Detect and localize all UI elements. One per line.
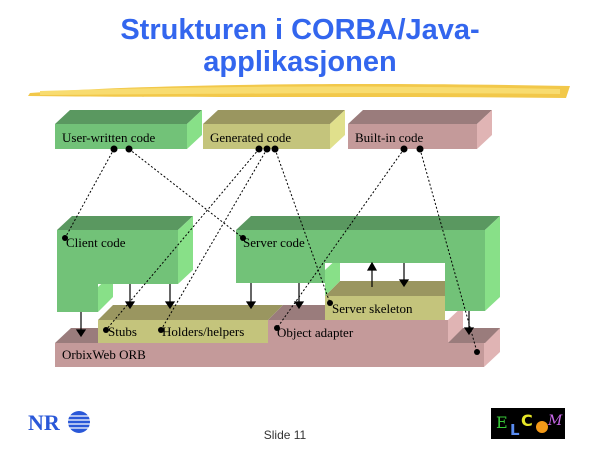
client-code-label: Client code — [66, 235, 126, 250]
line-gen-holders — [160, 148, 268, 331]
stubs-holders-layer: Stubs Holders/helpers — [98, 305, 283, 343]
legend-generated-label: Generated code — [210, 130, 291, 145]
connection-dots — [62, 145, 480, 355]
nr-logo: NR — [28, 410, 90, 434]
nr-logo-text: NR — [28, 410, 61, 434]
server-skeleton-label: Server skeleton — [332, 301, 413, 316]
legend-user-written: User-written code — [55, 110, 202, 149]
orb-label: OrbixWeb ORB — [62, 347, 146, 362]
holders-helpers-label: Holders/helpers — [162, 324, 244, 339]
slide-number: Slide 11 — [263, 428, 307, 442]
title-line-1: Strukturen i CORBA/Java- — [120, 14, 480, 46]
globe-icon — [68, 411, 90, 433]
legend-built-in-label: Built-in code — [355, 130, 423, 145]
svg-text:L: L — [510, 421, 520, 439]
elcom-logo: E L C M — [491, 408, 565, 439]
slide-title: Strukturen i CORBA/Java- applikasjonen — [0, 14, 600, 78]
line-gen-skeleton — [274, 148, 331, 304]
dependency-lines — [64, 148, 478, 353]
line-user-client — [64, 148, 115, 239]
svg-text:E: E — [496, 413, 508, 432]
svg-text:C: C — [521, 411, 533, 430]
legend-built-in: Built-in code — [348, 110, 492, 149]
line-builtin-adapter — [276, 148, 405, 329]
line-builtin-orb — [419, 148, 478, 353]
stubs-label: Stubs — [108, 324, 137, 339]
server-code-block: Server code — [236, 216, 500, 311]
server-code-label: Server code — [243, 235, 305, 250]
legend-generated: Generated code — [203, 110, 345, 149]
orb-right-block — [448, 328, 500, 343]
title-line-2: applikasjonen — [203, 46, 397, 78]
server-skeleton: Server skeleton — [325, 281, 460, 320]
client-code-block: Client code — [57, 216, 193, 312]
object-adapter-label: Object adapter — [277, 325, 354, 340]
svg-text:M: M — [547, 413, 563, 429]
call-arrows — [75, 261, 475, 338]
title-underline — [28, 84, 570, 98]
line-gen-stubs — [105, 148, 260, 331]
legend-user-written-label: User-written code — [62, 130, 155, 145]
object-adapter: Object adapter — [268, 305, 463, 343]
orange-ball-icon — [536, 421, 548, 433]
